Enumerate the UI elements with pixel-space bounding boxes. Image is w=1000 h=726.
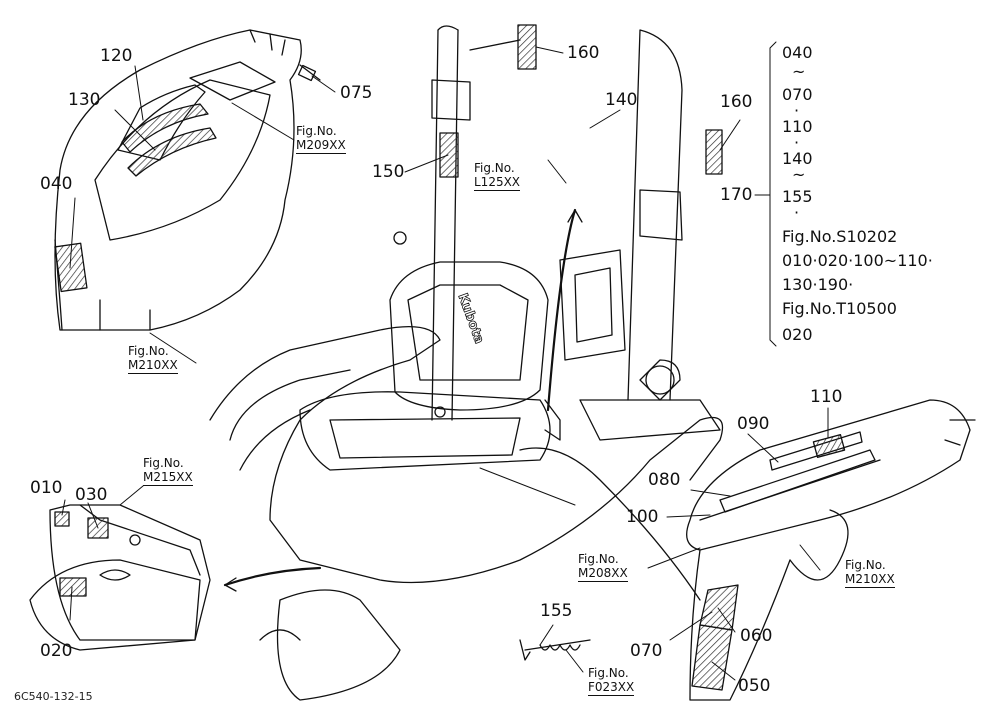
callout-150: 150 — [372, 162, 405, 182]
decal-060 — [699, 584, 739, 631]
legend-line-8: 130·190· — [782, 275, 854, 294]
decal-050 — [691, 624, 733, 691]
legend-line-2: 070 — [782, 85, 813, 104]
fig-ref-m209-number: M209XX — [296, 138, 346, 154]
decal-020 — [59, 577, 87, 597]
operator-seat — [299, 261, 561, 471]
fig-ref-l125-label: Fig.No. — [474, 161, 515, 175]
legend-line-9: Fig.No.T10500 — [782, 299, 897, 318]
legend-tilde-1: ~ — [792, 62, 806, 81]
callout-130: 130 — [68, 90, 101, 110]
decal-160-top — [517, 24, 537, 70]
legend-dot-3: · — [794, 203, 800, 222]
legend-line-4: 140 — [782, 149, 813, 168]
callout-080: 080 — [648, 470, 681, 490]
fig-ref-m210-left: Fig.No. M210XX — [128, 344, 178, 374]
legend-line-7: 010·020·100~110· — [782, 251, 933, 270]
fig-ref-f023-label: Fig.No. — [588, 666, 629, 680]
decal-110 — [812, 433, 846, 459]
decal-010 — [54, 511, 70, 527]
fig-ref-f023-number: F023XX — [588, 680, 635, 696]
legend-line-3: 110 — [782, 117, 813, 136]
callout-090: 090 — [737, 414, 770, 434]
leader-lines — [61, 41, 829, 681]
legend-dot-1: · — [794, 101, 800, 120]
callout-155: 155 — [540, 601, 573, 621]
fig-ref-m210-right: Fig.No. M210XX — [845, 558, 895, 588]
seat-brand-logo: Kubota — [455, 292, 487, 346]
fig-ref-f023: Fig.No. F023XX — [588, 666, 635, 696]
callout-050: 050 — [738, 676, 771, 696]
callout-060: 060 — [740, 626, 773, 646]
callout-100: 100 — [626, 507, 659, 527]
callout-110: 110 — [810, 387, 843, 407]
fig-ref-l125: Fig.No. L125XX — [474, 161, 521, 191]
decal-160-right — [705, 129, 723, 175]
callout-170: 170 — [720, 185, 753, 205]
legend-line-5: 155 — [782, 187, 813, 206]
fig-ref-m215-number: M215XX — [143, 470, 193, 486]
fig-ref-m208-label: Fig.No. — [578, 552, 619, 566]
callout-070: 070 — [630, 641, 663, 661]
legend-line-1: 040 — [782, 43, 813, 62]
fig-ref-m210-left-number: M210XX — [128, 358, 178, 374]
decal-120 — [121, 103, 209, 153]
fig-ref-m210-left-label: Fig.No. — [128, 344, 169, 358]
legend-tilde-2: ~ — [792, 165, 806, 184]
callout-040: 040 — [40, 174, 73, 194]
callout-020: 020 — [40, 641, 73, 661]
legend-line-10: 020 — [782, 325, 813, 344]
fig-ref-l125-number: L125XX — [474, 175, 521, 191]
decal-130 — [127, 127, 217, 177]
callout-075: 075 — [340, 83, 373, 103]
fig-ref-m210-right-label: Fig.No. — [845, 558, 886, 572]
legend-line-6: Fig.No.S10202 — [782, 227, 898, 246]
fig-ref-m208: Fig.No. M208XX — [578, 552, 628, 582]
decal-040 — [54, 242, 88, 293]
callout-030: 030 — [75, 485, 108, 505]
callout-010: 010 — [30, 478, 63, 498]
fig-ref-m209-label: Fig.No. — [296, 124, 337, 138]
tractor-body — [209, 231, 724, 701]
rops-frame — [431, 25, 683, 421]
callout-120: 120 — [100, 46, 133, 66]
drawing-code: 6C540-132-15 — [14, 690, 93, 703]
callout-160-top: 160 — [567, 43, 600, 63]
fig-ref-m208-number: M208XX — [578, 566, 628, 582]
callout-140: 140 — [605, 90, 638, 110]
fig-ref-m210-right-number: M210XX — [845, 572, 895, 588]
fig-ref-m215: Fig.No. M215XX — [143, 456, 193, 486]
fig-ref-m215-label: Fig.No. — [143, 456, 184, 470]
left-step-plate — [29, 504, 322, 651]
decal-150 — [439, 132, 459, 178]
callout-160-right: 160 — [720, 92, 753, 112]
legend-dot-2: · — [794, 133, 800, 152]
fig-ref-m209: Fig.No. M209XX — [296, 124, 346, 154]
spring-part-155 — [519, 639, 591, 661]
left-fender-drawing — [54, 29, 321, 331]
